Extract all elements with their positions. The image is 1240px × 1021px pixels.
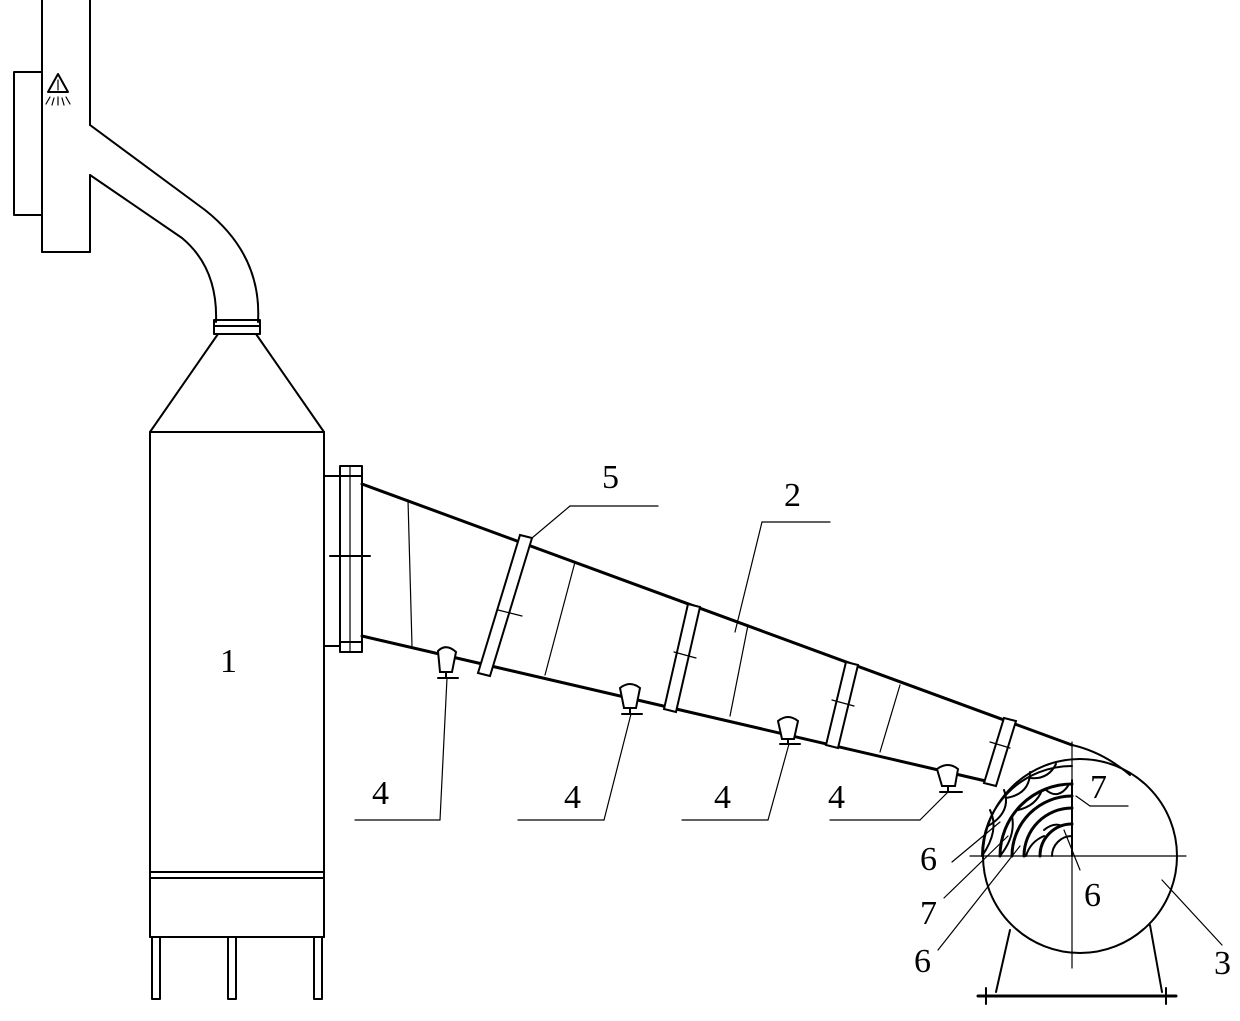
flange-ring-1 — [476, 533, 534, 678]
drain-support-4 — [935, 764, 963, 793]
drain-support-1 — [436, 646, 459, 679]
tapered-duct — [360, 482, 1074, 784]
flange-ring-3 — [824, 660, 860, 750]
tower — [149, 333, 325, 938]
tower-legs — [151, 936, 323, 1000]
flange-ring-4 — [982, 716, 1018, 788]
label-duct: 2 — [784, 477, 801, 514]
bent-pipe — [89, 124, 261, 335]
exhaust-pipe — [41, 0, 91, 253]
drain-support-3 — [776, 716, 801, 745]
drain-support-2 — [618, 683, 643, 715]
label-support-1: 4 — [372, 775, 389, 812]
label-flange: 5 — [602, 459, 619, 496]
inlet-flange — [323, 465, 371, 653]
flange-ring-2 — [662, 602, 702, 714]
duct-flanges — [476, 533, 1018, 788]
drain-supports — [436, 646, 963, 793]
label-support-3: 4 — [714, 779, 731, 816]
label-support-4: 4 — [828, 779, 845, 816]
label-vane-b: 6 — [1084, 877, 1101, 914]
label-vane-a: 6 — [920, 841, 937, 878]
fan — [969, 741, 1187, 1005]
leader-lines — [354, 505, 1223, 951]
label-support-2: 4 — [564, 779, 581, 816]
spray-nozzle-icon — [45, 73, 71, 106]
label-blade-b: 7 — [920, 895, 937, 932]
label-fan: 3 — [1214, 945, 1231, 982]
label-vane-c: 6 — [914, 943, 931, 980]
side-box — [13, 71, 43, 216]
label-blade-a: 7 — [1090, 769, 1107, 806]
label-tower: 1 — [220, 643, 237, 680]
